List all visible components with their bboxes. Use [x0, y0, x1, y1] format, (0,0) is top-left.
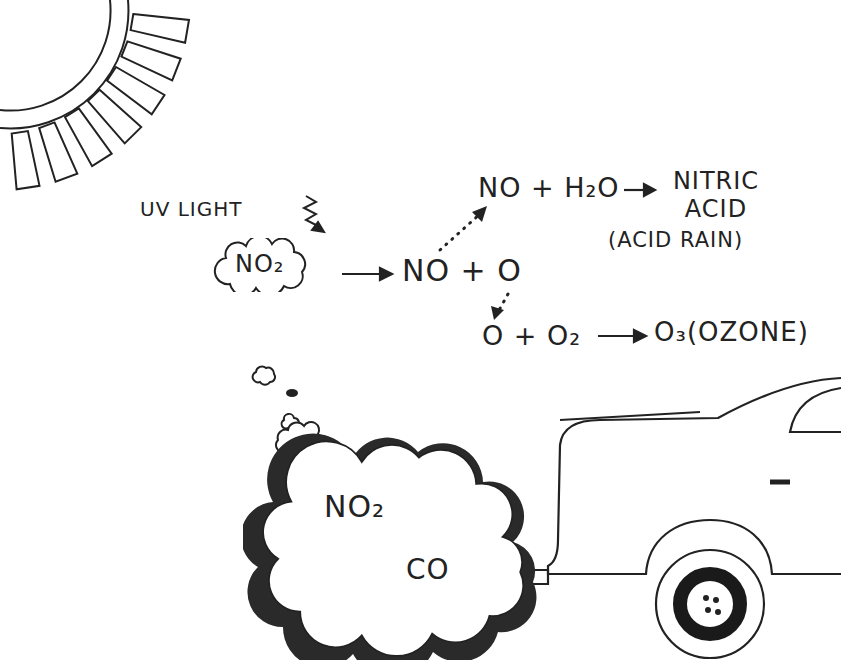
dotted-arrow: [440, 206, 487, 250]
car: [520, 378, 841, 658]
reactants: NO + H₂O: [478, 172, 620, 203]
cloud-outline: [243, 432, 543, 660]
cloud-shading: [243, 434, 536, 660]
note: (ACID RAIN): [608, 228, 743, 252]
chemical-formula: NO₂: [324, 490, 385, 525]
sun-ray: [107, 67, 165, 114]
exhaust-cloud: NO₂ CO: [243, 432, 543, 660]
chemical-formula: NO₂: [235, 251, 284, 279]
light-label: UV LIGHT: [140, 198, 242, 221]
product: O₃(OZONE): [654, 318, 809, 348]
reaction-arrow: [598, 330, 646, 342]
pollution-cloud: NO₂: [212, 238, 308, 292]
sun-rays: [12, 14, 189, 189]
reaction-arrow: [342, 268, 392, 280]
cloud-outline: [263, 441, 523, 656]
sun-ray: [65, 108, 112, 166]
sun-ray: [131, 14, 189, 43]
sun-ray: [12, 131, 40, 189]
reaction-products: NO + O: [402, 254, 522, 289]
sun-ray: [39, 122, 77, 181]
chemical-formula: CO: [406, 554, 450, 586]
reactants: O + O₂: [482, 320, 581, 351]
reaction-arrow: [624, 184, 655, 196]
uv-light-bolt: [304, 196, 324, 232]
cloud-outline: [215, 238, 305, 292]
sun-ray: [88, 90, 141, 144]
sun: [0, 0, 189, 189]
product: NITRIC ACID: [660, 168, 772, 223]
dotted-arrow: [491, 294, 508, 320]
